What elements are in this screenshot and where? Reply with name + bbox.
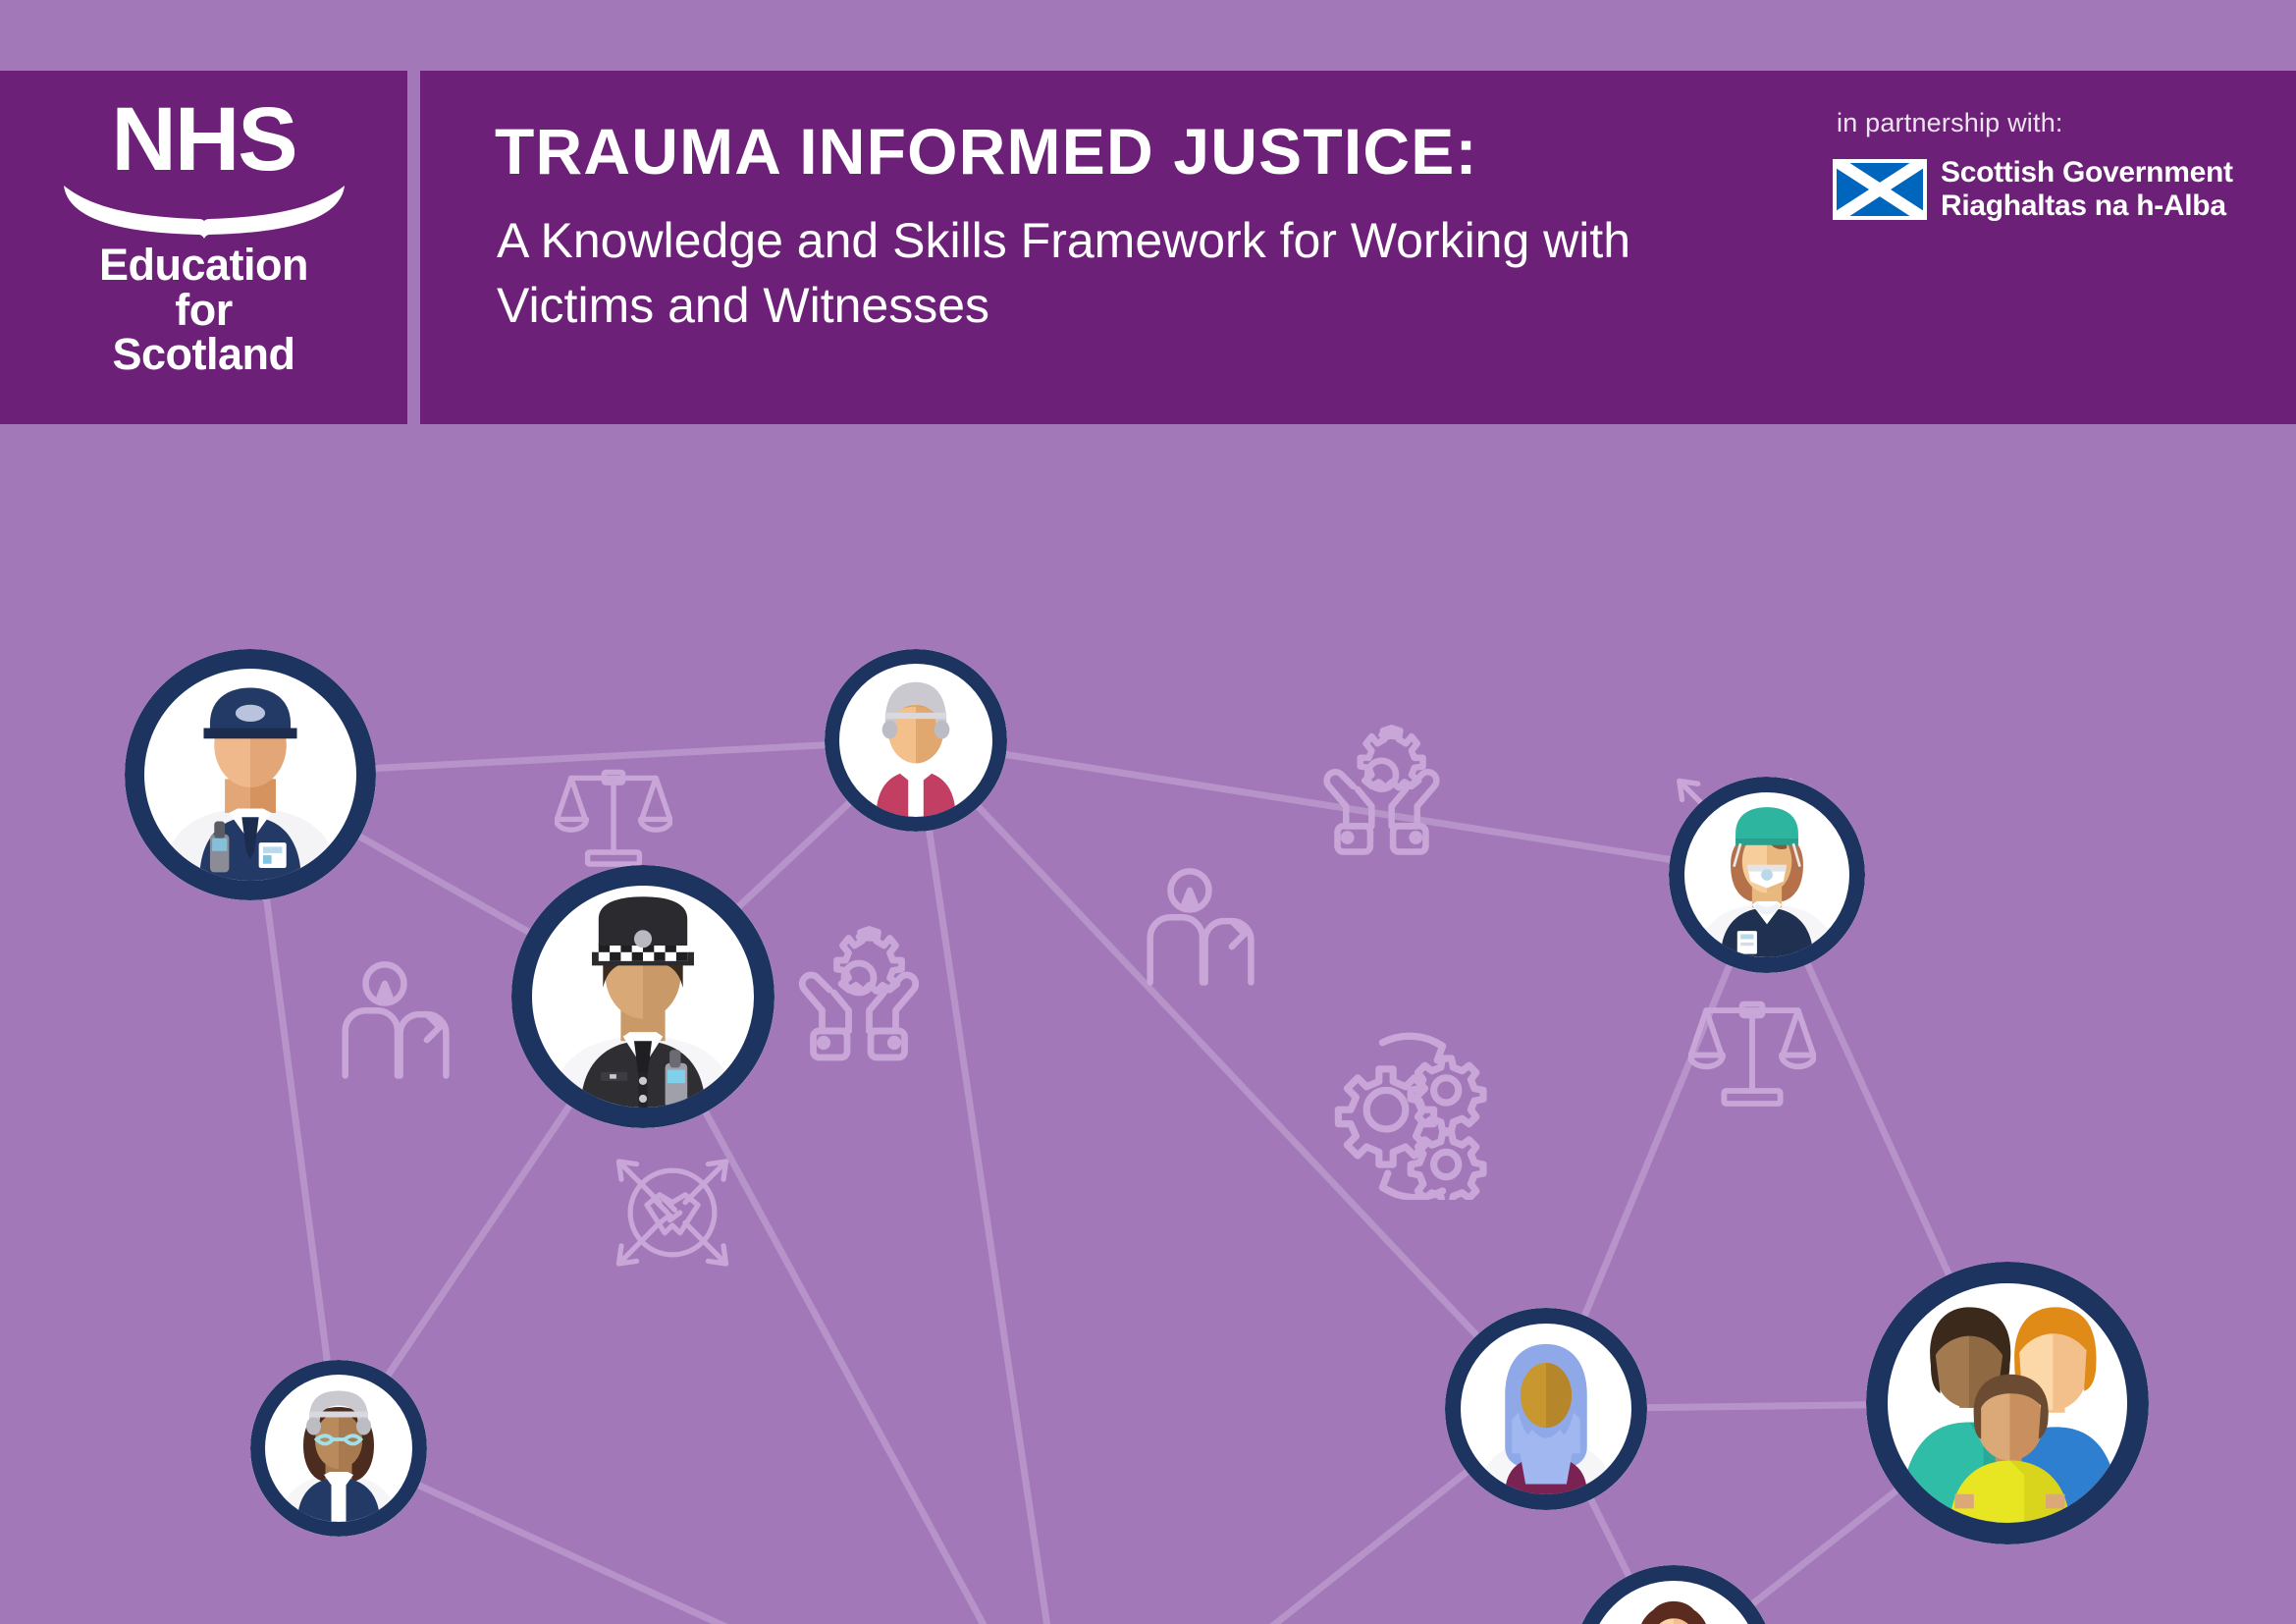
scales-icon: [1689, 1004, 1814, 1104]
network-link: [639, 995, 988, 1624]
scottish-government-wordmark: Scottish Government Riaghaltas na h-Alba: [1941, 156, 2233, 222]
nhs-sub-line-1: Education: [98, 239, 309, 290]
avatar-family-group: [1866, 1262, 2149, 1544]
avatar-woman-hijab: [1445, 1308, 1647, 1510]
nhs-sub-wordmark: Education for Scotland: [98, 239, 309, 380]
scottish-government-logo: Scottish Government Riaghaltas na h-Alba: [1833, 156, 2245, 222]
avatar-senior-police-officer: [511, 865, 774, 1128]
avatar-judge-female-wig: [250, 1360, 427, 1537]
people-group-icon: [1150, 871, 1252, 982]
network-link: [913, 737, 1549, 1412]
page-subtitle: A Knowledge and Skills Framework for Wor…: [497, 213, 1631, 333]
network-link: [912, 739, 1051, 1624]
network-link: [915, 736, 1768, 879]
avatar-security-officer: [125, 649, 376, 900]
cogs-cycle-icon: [1338, 1036, 1483, 1205]
partnership-block: in partnership with: Scottish Government…: [1833, 108, 2245, 222]
handshake-icon: [618, 1162, 725, 1264]
page-title: TRAUMA INFORMED JUSTICE:: [495, 115, 1478, 188]
nhs-sub-line-2: for: [175, 284, 233, 335]
saltire-flag-icon: [1833, 158, 1927, 220]
scales-icon: [556, 772, 671, 864]
avatar-judge-male-wig: [825, 649, 1007, 832]
avatar-surgeon-nurse: [1669, 777, 1865, 973]
sg-name-line-2: Riaghaltas na h-Alba: [1941, 189, 2226, 222]
nhs-swoosh-icon: [63, 185, 345, 239]
people-group-icon: [346, 964, 447, 1075]
partnership-label: in partnership with:: [1837, 108, 2063, 137]
header-band: NHS Education for Scotland TRAUMA INFORM…: [0, 71, 2296, 424]
nhs-sub-line-3: Scotland: [112, 329, 295, 380]
sg-name-line-1: Scottish Government: [1941, 156, 2233, 189]
nhs-wordmark: NHS: [111, 89, 297, 189]
nhs-education-for-scotland-logo: NHS Education for Scotland: [0, 71, 407, 424]
network-link: [337, 1444, 728, 1624]
title-panel: TRAUMA INFORMED JUSTICE: A Knowledge and…: [420, 71, 2296, 424]
people-network-graphic: [0, 424, 2296, 1624]
gear-in-hands-icon: [802, 930, 916, 1058]
gear-in-hands-icon: [1327, 728, 1437, 851]
